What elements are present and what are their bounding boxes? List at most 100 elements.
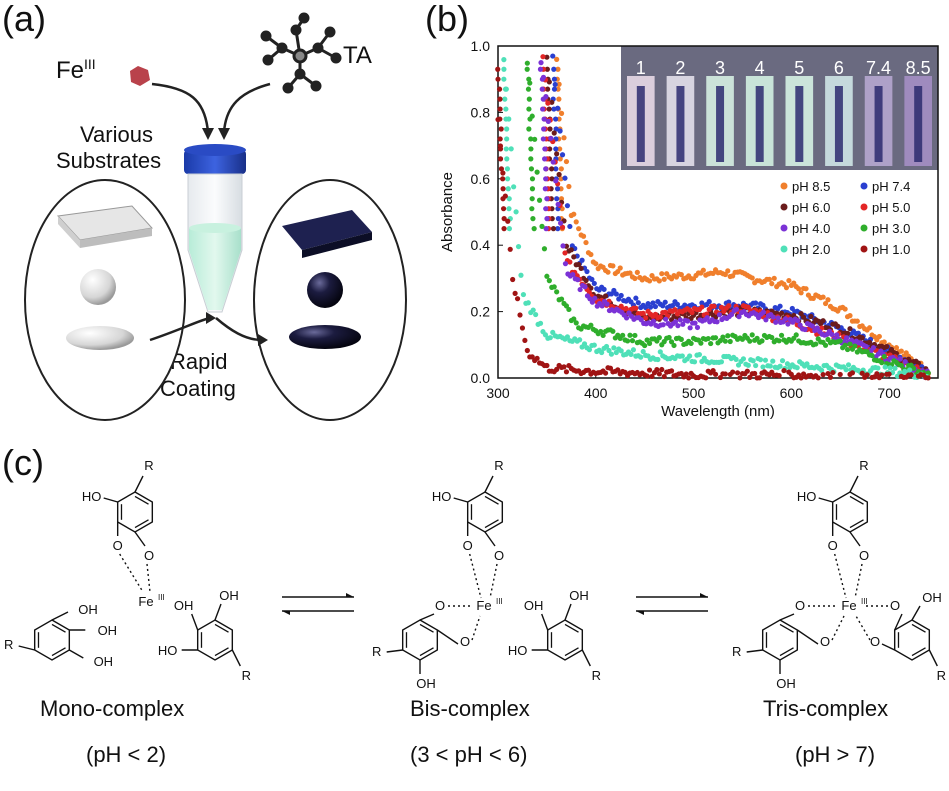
vial-substrate — [795, 86, 804, 162]
oxygen-label: O — [820, 634, 830, 649]
data-point — [515, 243, 522, 250]
data-point — [825, 370, 831, 377]
data-point — [739, 336, 746, 342]
panel-label-c: (c) — [2, 442, 44, 483]
x-axis-label: Wavelength (nm) — [661, 403, 775, 420]
data-point — [620, 332, 626, 338]
data-point — [842, 306, 848, 312]
legend-label: pH 3.0 — [872, 221, 910, 236]
bond — [834, 553, 847, 599]
data-point — [588, 322, 594, 328]
legend-label: pH 1.0 — [872, 242, 910, 257]
data-point — [628, 351, 634, 357]
data-point — [497, 136, 503, 142]
panel-a: FeIII TA Various Substrates Rapid Coatin… — [0, 0, 420, 440]
fe-atom-label: Fe — [138, 594, 153, 609]
data-point — [659, 271, 665, 277]
double-bond — [911, 623, 926, 633]
bond — [849, 531, 861, 547]
hydroxyl-label: OH — [78, 602, 98, 617]
data-point — [539, 223, 545, 229]
data-point — [540, 136, 546, 142]
hydroxyl-label: HO — [82, 489, 102, 504]
data-point — [528, 136, 534, 142]
data-point — [567, 259, 573, 265]
data-point — [611, 345, 617, 351]
legend-marker — [860, 182, 868, 190]
data-point — [795, 317, 801, 324]
oxygen-label: O — [460, 634, 470, 649]
data-point — [543, 206, 549, 212]
oxygen-label: O — [494, 548, 504, 563]
data-point — [718, 304, 725, 310]
double-bond — [911, 647, 926, 657]
data-point — [520, 291, 527, 298]
data-point — [716, 312, 723, 318]
series-pH-1-0 — [495, 66, 931, 381]
data-point — [624, 338, 631, 344]
data-point — [506, 196, 512, 202]
legend-marker — [860, 245, 868, 253]
benzene-ring — [401, 619, 439, 661]
data-point — [599, 303, 605, 309]
data-point — [722, 271, 728, 278]
data-point — [544, 273, 550, 279]
legend-marker — [780, 182, 788, 190]
data-point — [543, 226, 549, 232]
data-point — [782, 316, 789, 322]
data-point — [555, 66, 561, 72]
data-point — [517, 312, 523, 318]
double-bond — [134, 495, 149, 505]
data-point — [730, 369, 736, 375]
data-point — [692, 320, 698, 326]
rapid-label-1: Rapid — [170, 349, 228, 374]
bond — [911, 605, 921, 621]
mono-complex-title: Mono-complex — [40, 696, 185, 721]
data-point — [844, 330, 851, 336]
data-point — [557, 220, 564, 226]
data-point — [528, 156, 534, 162]
y-tick-label: 0.4 — [471, 237, 491, 253]
data-point — [798, 375, 804, 381]
data-point — [618, 348, 624, 354]
data-point — [503, 116, 509, 122]
data-point — [540, 96, 546, 102]
benzene-ring — [116, 491, 154, 533]
data-point — [829, 331, 835, 338]
double-bond — [564, 623, 579, 633]
data-point — [575, 277, 581, 283]
series-pH-2-0 — [501, 57, 930, 380]
arrow-fe — [151, 82, 210, 133]
data-point — [555, 86, 561, 92]
data-point — [691, 359, 698, 365]
bond — [854, 563, 863, 599]
data-point — [559, 224, 566, 230]
data-point — [510, 276, 516, 283]
fe-oxidation-state: III — [158, 593, 165, 602]
data-point — [847, 341, 853, 347]
data-point — [864, 372, 870, 378]
vial-substrate — [914, 86, 923, 162]
panel-label-a: (a) — [2, 0, 46, 39]
data-point — [796, 286, 802, 292]
data-point — [700, 267, 706, 273]
data-point — [769, 334, 775, 341]
data-point — [545, 100, 551, 106]
double-bond — [419, 647, 434, 657]
y-tick-label: 0.0 — [471, 370, 491, 386]
data-point — [588, 251, 594, 258]
bond — [231, 649, 241, 667]
data-point — [504, 126, 510, 132]
vial-substrate — [636, 86, 645, 162]
data-point — [689, 309, 695, 316]
r-group-label: R — [592, 668, 601, 683]
oxygen-label: O — [113, 538, 123, 553]
vial-substrate — [755, 86, 764, 162]
r-group-label: R — [732, 644, 741, 659]
legend-marker — [780, 245, 788, 253]
data-point — [573, 219, 579, 225]
data-point — [562, 175, 568, 181]
data-point — [876, 333, 882, 340]
data-point — [632, 332, 638, 339]
data-point — [849, 370, 856, 376]
